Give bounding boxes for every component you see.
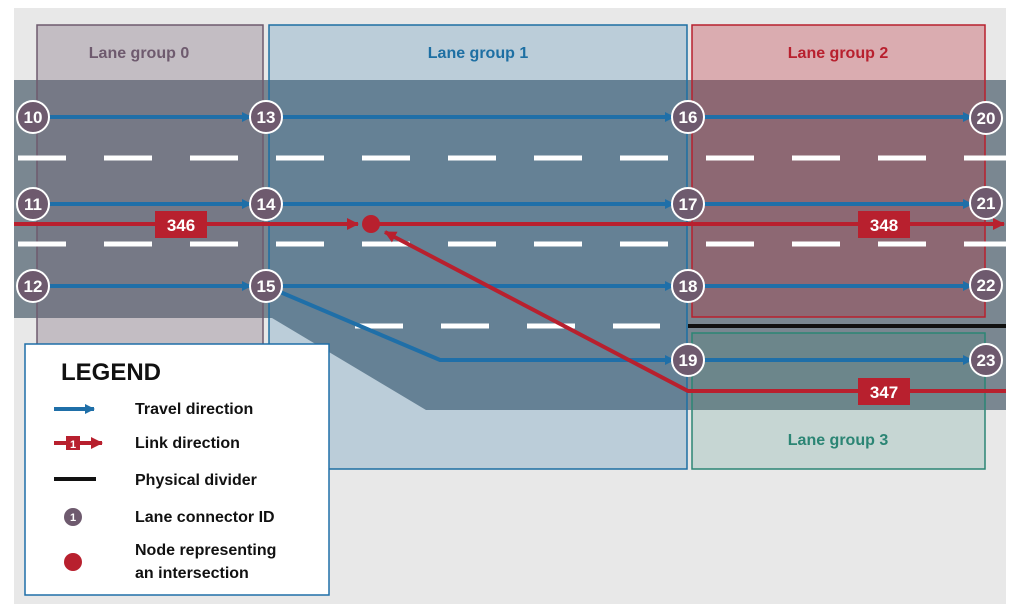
link-badge-346: 346 (155, 211, 207, 238)
connector-14: 14 (249, 187, 283, 221)
legend-link-label: Link direction (135, 435, 240, 452)
svg-text:15: 15 (257, 277, 276, 296)
lane-group-0-label: Lane group 0 (89, 45, 190, 62)
lane-group-3-label: Lane group 3 (788, 432, 889, 449)
svg-text:21: 21 (977, 194, 996, 213)
connector-22: 22 (969, 268, 1003, 302)
connector-20: 20 (969, 101, 1003, 135)
legend-node-label-line2: an intersection (135, 565, 249, 582)
legend-travel-label: Travel direction (135, 401, 253, 418)
svg-text:16: 16 (679, 108, 698, 127)
link-label-348: 348 (870, 216, 898, 235)
legend-divider-label: Physical divider (135, 472, 257, 489)
svg-text:18: 18 (679, 277, 698, 296)
lane-group-2-label: Lane group 2 (788, 45, 889, 62)
lane-group-3-box (691, 332, 986, 470)
connector-17: 17 (671, 187, 705, 221)
svg-text:14: 14 (257, 195, 276, 214)
travel-arrows (33, 112, 973, 365)
svg-text:22: 22 (977, 276, 996, 295)
link-badge-348: 348 (858, 211, 910, 238)
svg-text:10: 10 (24, 108, 43, 127)
intersection-node (362, 215, 380, 233)
connector-16: 16 (671, 100, 705, 134)
svg-text:12: 12 (24, 277, 43, 296)
legend: LEGEND Travel direction 1 Link direction… (24, 343, 330, 596)
legend-node-icon (64, 553, 82, 571)
link-label-347: 347 (870, 383, 898, 402)
svg-text:23: 23 (977, 351, 996, 370)
connector-13: 13 (249, 100, 283, 134)
legend-connector-icon: 1 (64, 508, 82, 526)
svg-text:1: 1 (70, 512, 76, 524)
link-badge-347: 347 (858, 378, 910, 405)
legend-connector-label: Lane connector ID (135, 509, 275, 526)
svg-text:13: 13 (257, 108, 276, 127)
svg-text:1: 1 (70, 439, 76, 451)
svg-text:19: 19 (679, 351, 698, 370)
connector-12: 12 (16, 269, 50, 303)
svg-text:17: 17 (679, 195, 698, 214)
legend-node-label-line1: Node representing (135, 542, 276, 559)
lane-group-2-box (691, 24, 986, 318)
lane-group-1-box (268, 24, 688, 470)
connector-23: 23 (969, 343, 1003, 377)
connector-10: 10 (16, 100, 50, 134)
svg-text:11: 11 (24, 195, 42, 214)
connector-21: 21 (969, 186, 1003, 220)
lane-group-1-label: Lane group 1 (428, 45, 529, 62)
connector-11: 11 (16, 187, 50, 221)
legend-box (24, 343, 330, 596)
svg-text:20: 20 (977, 109, 996, 128)
legend-title: LEGEND (61, 359, 161, 386)
connector-19: 19 (671, 343, 705, 377)
link-label-346: 346 (167, 216, 195, 235)
connector-18: 18 (671, 269, 705, 303)
legend-link-arrow-icon: 1 (54, 436, 103, 451)
connector-15: 15 (249, 269, 283, 303)
lane-group-0-box (36, 24, 264, 356)
